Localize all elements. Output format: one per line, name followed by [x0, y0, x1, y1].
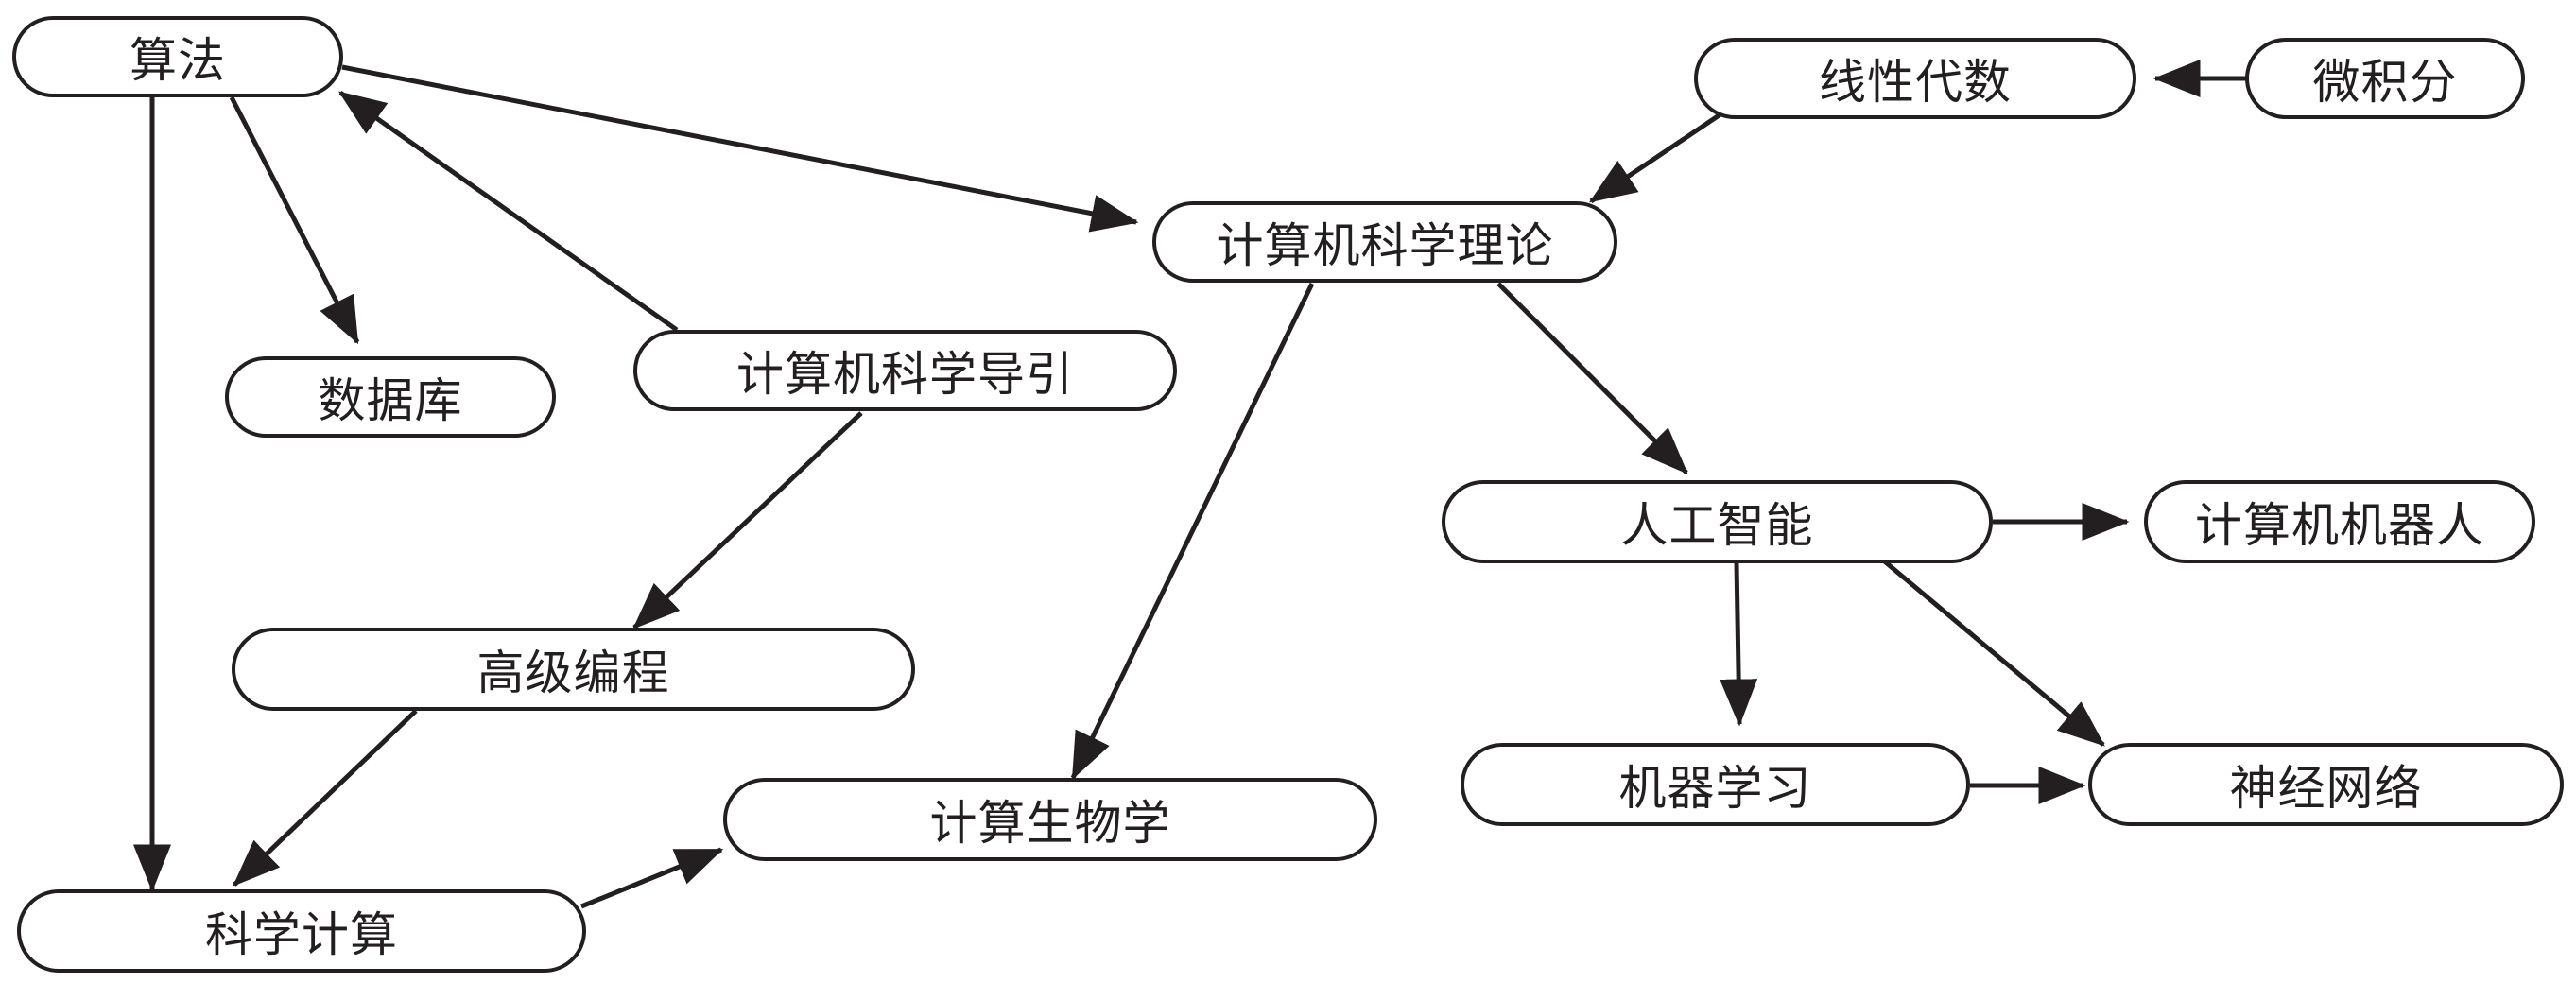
node-calculus[interactable]: 微积分	[2245, 38, 2525, 119]
edge-intro-cs-to-algorithm	[337, 90, 679, 333]
node-algorithm[interactable]: 算法	[12, 16, 343, 97]
edge-scientific-computing-to-computational-biology	[580, 847, 724, 909]
node-database[interactable]: 数据库	[225, 356, 556, 438]
node-neural-networks[interactable]: 神经网络	[2088, 743, 2564, 826]
node-computer-robotics[interactable]: 计算机机器人	[2144, 480, 2535, 563]
edge-ai-to-machine-learning	[1720, 562, 1758, 727]
edge-cs-theory-to-artificial-intelligence	[1496, 282, 1688, 474]
edge-advanced-programming-to-scientific-computing	[233, 709, 418, 887]
node-artificial-intelligence[interactable]: 人工智能	[1442, 480, 1993, 563]
node-computational-biology[interactable]: 计算生物学	[723, 778, 1377, 861]
node-machine-learning[interactable]: 机器学习	[1461, 743, 1970, 826]
edge-algorithm-to-cs-theory	[341, 64, 1139, 233]
edge-linear-algebra-to-cs-theory	[1588, 112, 1722, 204]
edge-ai-to-neural-networks	[1879, 557, 2105, 747]
node-scientific-computing[interactable]: 科学计算	[17, 889, 586, 973]
node-advanced-programming[interactable]: 高级编程	[232, 628, 915, 711]
node-linear-algebra[interactable]: 线性代数	[1694, 38, 2136, 119]
node-intro-computer-science[interactable]: 计算机科学导引	[633, 330, 1177, 411]
node-computer-science-theory[interactable]: 计算机科学理论	[1152, 201, 1617, 283]
edge-intro-cs-to-advanced-programming	[632, 411, 863, 629]
edge-cs-theory-to-computational-biology	[1070, 282, 1315, 781]
edge-algorithm-to-database	[229, 95, 360, 345]
